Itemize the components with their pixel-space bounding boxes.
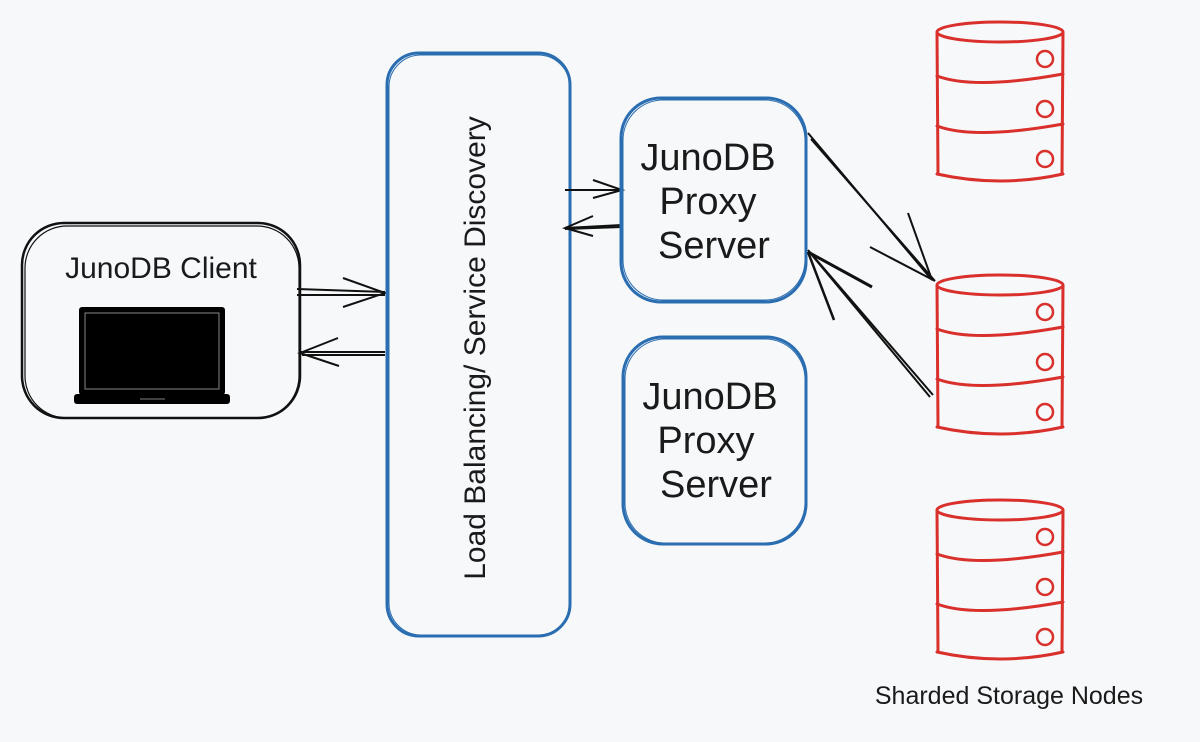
database-icon: [935, 20, 1065, 183]
load-balancer-node: Load Balancing/ Service Discovery: [385, 51, 572, 638]
database-icon: [935, 498, 1065, 661]
proxy-server-box: [621, 335, 808, 546]
proxy-label-line3: Server: [658, 225, 770, 267]
laptop-icon: [74, 307, 230, 404]
storage-nodes: [935, 20, 1065, 661]
proxy-label-line1: JunoDB: [642, 376, 777, 418]
storage-to-proxy-arrow: [806, 249, 934, 398]
drive-light-icon: [1035, 577, 1055, 597]
proxy-server-node: JunoDB Proxy Server: [619, 96, 808, 304]
lb-to-client-arrow: [297, 337, 385, 367]
proxy-label-line1: JunoDB: [640, 137, 775, 179]
storage-label: Sharded Storage Nodes: [875, 682, 1143, 710]
client-node: JunoDB Client: [20, 221, 302, 420]
drive-light-icon: [1035, 49, 1055, 69]
drive-light-icon: [1035, 99, 1055, 119]
proxy-label-line2: Proxy: [657, 420, 754, 462]
proxy-server-box: [619, 96, 808, 304]
proxy-server-node: JunoDB Proxy Server: [621, 335, 808, 546]
proxy-to-lb-arrow: [562, 215, 623, 237]
drive-light-icon: [1035, 352, 1055, 372]
load-balancer-label: Load Balancing/ Service Discovery: [459, 116, 492, 580]
drive-light-icon: [1035, 149, 1055, 169]
proxy-label-line3: Server: [660, 464, 772, 506]
proxy-to-storage-arrow: [807, 132, 936, 282]
drive-light-icon: [1035, 627, 1055, 647]
drive-light-icon: [1035, 527, 1055, 547]
client-label: JunoDB Client: [65, 252, 257, 285]
database-icon: [935, 273, 1065, 436]
drive-light-icon: [1035, 302, 1055, 322]
client-to-lb-arrow: [296, 277, 389, 308]
lb-to-proxy-arrow: [565, 179, 626, 199]
proxy-label-line2: Proxy: [659, 181, 756, 223]
drive-light-icon: [1035, 402, 1055, 422]
